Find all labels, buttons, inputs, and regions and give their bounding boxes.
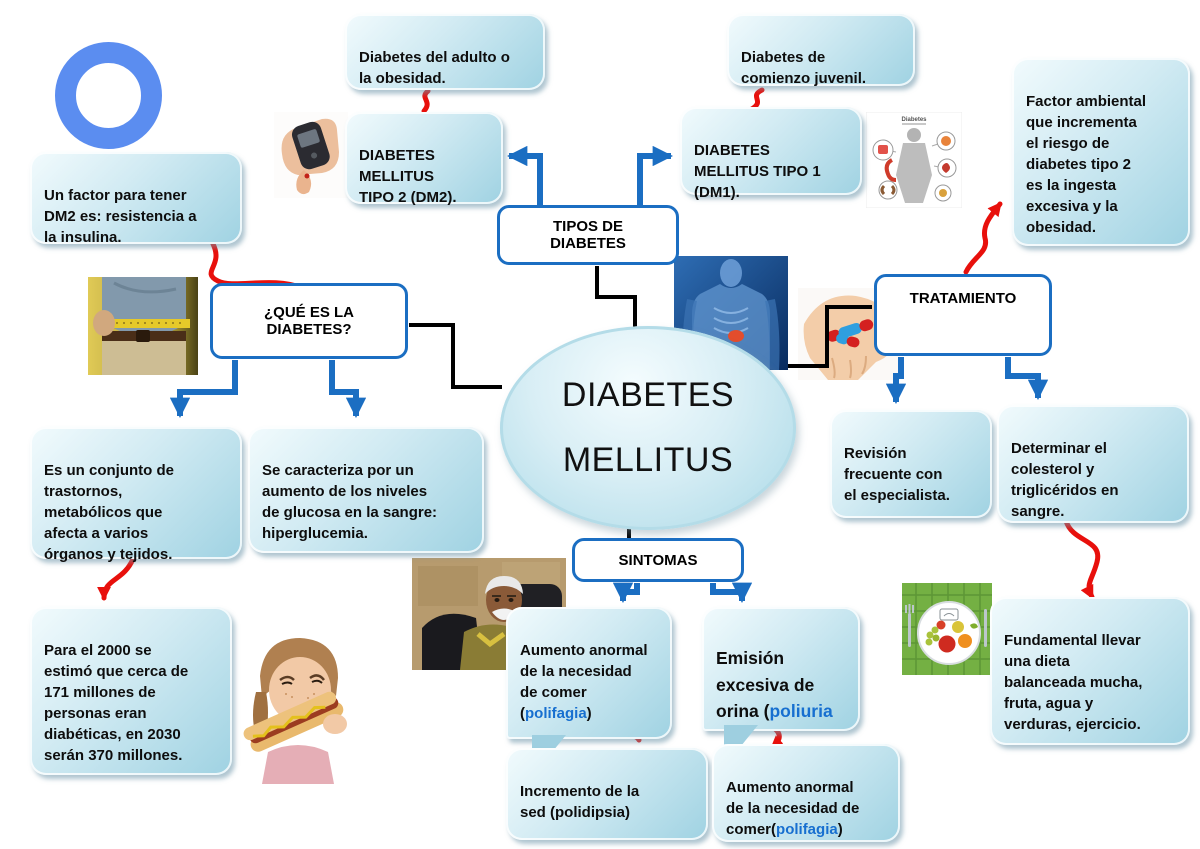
- bubble-determinar: Determinar el colesterol y triglicéridos…: [997, 405, 1189, 523]
- link-determinar-fundamental: [1063, 518, 1101, 600]
- link-conjunto-para2000: [97, 556, 136, 601]
- topic-sintomas: SINTOMAS: [572, 538, 744, 582]
- bubble-dm1-note: Diabetes de comienzo juvenil.: [727, 14, 915, 87]
- bubble-dm2-text: DIABETES MELLITUS TIPO 2 (DM2).: [359, 147, 457, 206]
- bubble-fundamental-text: Fundamental llevar una dieta balanceada …: [1004, 632, 1143, 733]
- link-dm2note-dm2: [421, 88, 431, 114]
- link-tratamiento-factor: [963, 201, 1003, 275]
- bubble-revision-text: Revisión frecuente con el especialista.: [844, 445, 950, 504]
- bubble-dm1-note-text: Diabetes de comienzo juvenil.: [741, 49, 867, 87]
- center-title-line2: MELLITUS: [562, 441, 734, 479]
- topic-tratamiento-label: TRATAMIENTO: [909, 290, 1017, 307]
- topic-sintomas-label: SINTOMAS: [618, 551, 698, 569]
- blue-arrows: [169, 145, 1049, 604]
- bubble-emision-pre: Emisión excesiva de orina (: [716, 648, 815, 721]
- bubble-aumento-comer-1-pre: Aumento anormal de la necesidad de comer…: [520, 642, 648, 722]
- fruit-plate-photo: [902, 583, 992, 675]
- bubble-un-factor: Un factor para tener DM2 es: resistencia…: [30, 152, 242, 246]
- diabetes-circle-logo: [55, 42, 162, 149]
- bubble-factor-ambiental-text: Factor ambiental que incrementa el riesg…: [1026, 93, 1147, 236]
- bubble-aumento-comer-2: Aumento anormal de la necesidad de comer…: [712, 744, 900, 842]
- bubble-determinar-text: Determinar el colesterol y triglicéridos…: [1011, 440, 1119, 520]
- bubble-emision: Emisión excesiva de orina (poliuria: [702, 607, 860, 767]
- bubble-se-caracteriza-text: Se caracteriza por un aumento de los niv…: [262, 462, 438, 542]
- bubble-dm2-note: Diabetes del adulto o la obesidad.: [345, 14, 545, 90]
- bubble-para-2000: Para el 2000 se estimó que cerca de 171 …: [30, 607, 232, 775]
- bubble-revision: Revisión frecuente con el especialista.: [830, 410, 992, 518]
- arrow-tratamiento-revision: [885, 357, 907, 405]
- arrow-quees-conjunto: [169, 360, 238, 419]
- bubble-se-caracteriza: Se caracteriza por un aumento de los niv…: [248, 427, 484, 553]
- bubble-aumento-comer-2-pre: Aumento anormal de la necesidad de comer…: [726, 779, 860, 838]
- topic-que-es-la-diabetes: ¿QUÉ ES LA DIABETES?: [210, 283, 408, 359]
- topic-quees-label: ¿QUÉ ES LA DIABETES?: [263, 304, 354, 338]
- arrow-sintomas-aumento: [612, 582, 640, 604]
- bubble-dm1-text: DIABETES MELLITUS TIPO 1 (DM1).: [694, 142, 821, 201]
- obesity-belly-photo: [88, 277, 198, 375]
- bubble-dm2-note-text: Diabetes del adulto o la obesidad.: [359, 49, 510, 87]
- bubble-aumento-comer-1-post: ): [586, 705, 592, 722]
- bubble-factor-ambiental: Factor ambiental que incrementa el riesg…: [1012, 58, 1190, 246]
- arrow-tratamiento-determinar: [1005, 357, 1049, 401]
- arrow-tipos-dm1: [637, 145, 674, 205]
- bubble-dm2: DIABETES MELLITUS TIPO 2 (DM2).: [345, 112, 503, 206]
- keyword-polifagia-2: polifagia: [776, 821, 838, 838]
- arrow-quees-caracteriza: [329, 360, 367, 419]
- bubble-incremento: Incremento de la sed (polidipsia): [506, 748, 708, 840]
- complications-diagram-title: Diabetes: [901, 117, 927, 123]
- bubble-aumento-comer-2-post: ): [837, 821, 843, 838]
- red-links: [97, 87, 1101, 751]
- keyword-poliuria: poliuria: [769, 700, 833, 721]
- connector-center-tratamiento: [788, 305, 872, 368]
- bubble-dm1: DIABETES MELLITUS TIPO 1 (DM1).: [680, 107, 862, 201]
- keyword-polifagia-1: polifagia: [525, 705, 587, 722]
- bubble-aumento-comer-1: Aumento anormal de la necesidad de comer…: [506, 607, 672, 777]
- bubble-para-2000-text: Para el 2000 se estimó que cerca de 171 …: [44, 642, 189, 764]
- bubble-es-conjunto-text: Es un conjunto de trastornos, metabólico…: [44, 462, 174, 563]
- link-unfactor-quees: [208, 241, 305, 291]
- bubble-es-conjunto: Es un conjunto de trastornos, metabólico…: [30, 427, 242, 563]
- arrow-sintomas-emision: [710, 582, 753, 604]
- center-node-diabetes-mellitus: DIABETES MELLITUS: [500, 326, 796, 530]
- glucometer-photo: [274, 112, 348, 198]
- bubble-un-factor-text: Un factor para tener DM2 es: resistencia…: [44, 187, 197, 246]
- center-title-line1: DIABETES: [561, 376, 735, 414]
- topic-tipos-de-diabetes: TIPOS DE DIABETES: [497, 205, 679, 265]
- complications-diagram-photo: Diabetes: [866, 112, 962, 208]
- topic-tipos-label: TIPOS DE DIABETES: [550, 218, 626, 252]
- girl-hotdog-photo: [238, 632, 356, 784]
- connector-quees-center: [409, 323, 502, 389]
- arrow-tipos-dm2: [506, 145, 543, 205]
- bubble-incremento-text: Incremento de la sed (polidipsia): [520, 783, 640, 821]
- topic-tratamiento: TRATAMIENTO: [874, 274, 1052, 356]
- bubble-fundamental: Fundamental llevar una dieta balanceada …: [990, 597, 1190, 745]
- connector-tipos-center: [595, 266, 637, 331]
